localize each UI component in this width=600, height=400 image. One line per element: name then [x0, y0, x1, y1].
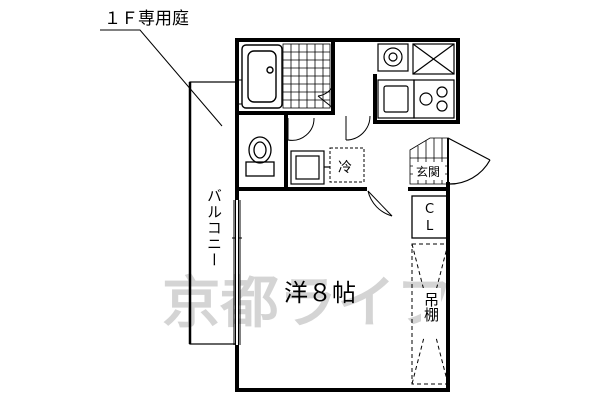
washing-machine-space	[290, 150, 330, 185]
garden-leader-line	[100, 29, 223, 127]
fridge-space	[329, 147, 365, 183]
room-label: 洋８帖	[284, 279, 356, 307]
utility-box	[412, 43, 455, 75]
hanging-shelf-label: 吊棚	[422, 292, 440, 322]
closet-label-bottom: L	[426, 219, 434, 234]
balcony-label: バルコニー	[205, 188, 223, 268]
closet	[411, 195, 449, 239]
watermark: 京都ライフ	[162, 271, 454, 336]
stove	[413, 79, 455, 119]
toilet	[245, 136, 275, 177]
kitchen-sink	[377, 79, 415, 119]
corridor-door	[345, 115, 371, 141]
bathroom-door	[317, 85, 334, 109]
washbasin	[377, 43, 409, 72]
bathroom-tile-floor	[282, 43, 331, 109]
garden-label: １Ｆ専用庭	[104, 9, 189, 29]
windows	[232, 79, 242, 345]
entrance-label: 玄関	[416, 164, 440, 179]
entrance-door	[447, 137, 491, 185]
hanging-shelf-label-bg	[421, 288, 441, 338]
closet-label-top: C	[425, 202, 434, 217]
fridge-label: 冷	[338, 160, 352, 176]
toilet-door	[287, 117, 315, 141]
entrance-label-bg	[413, 162, 445, 180]
room-door	[367, 190, 393, 217]
bathtub	[241, 44, 283, 109]
